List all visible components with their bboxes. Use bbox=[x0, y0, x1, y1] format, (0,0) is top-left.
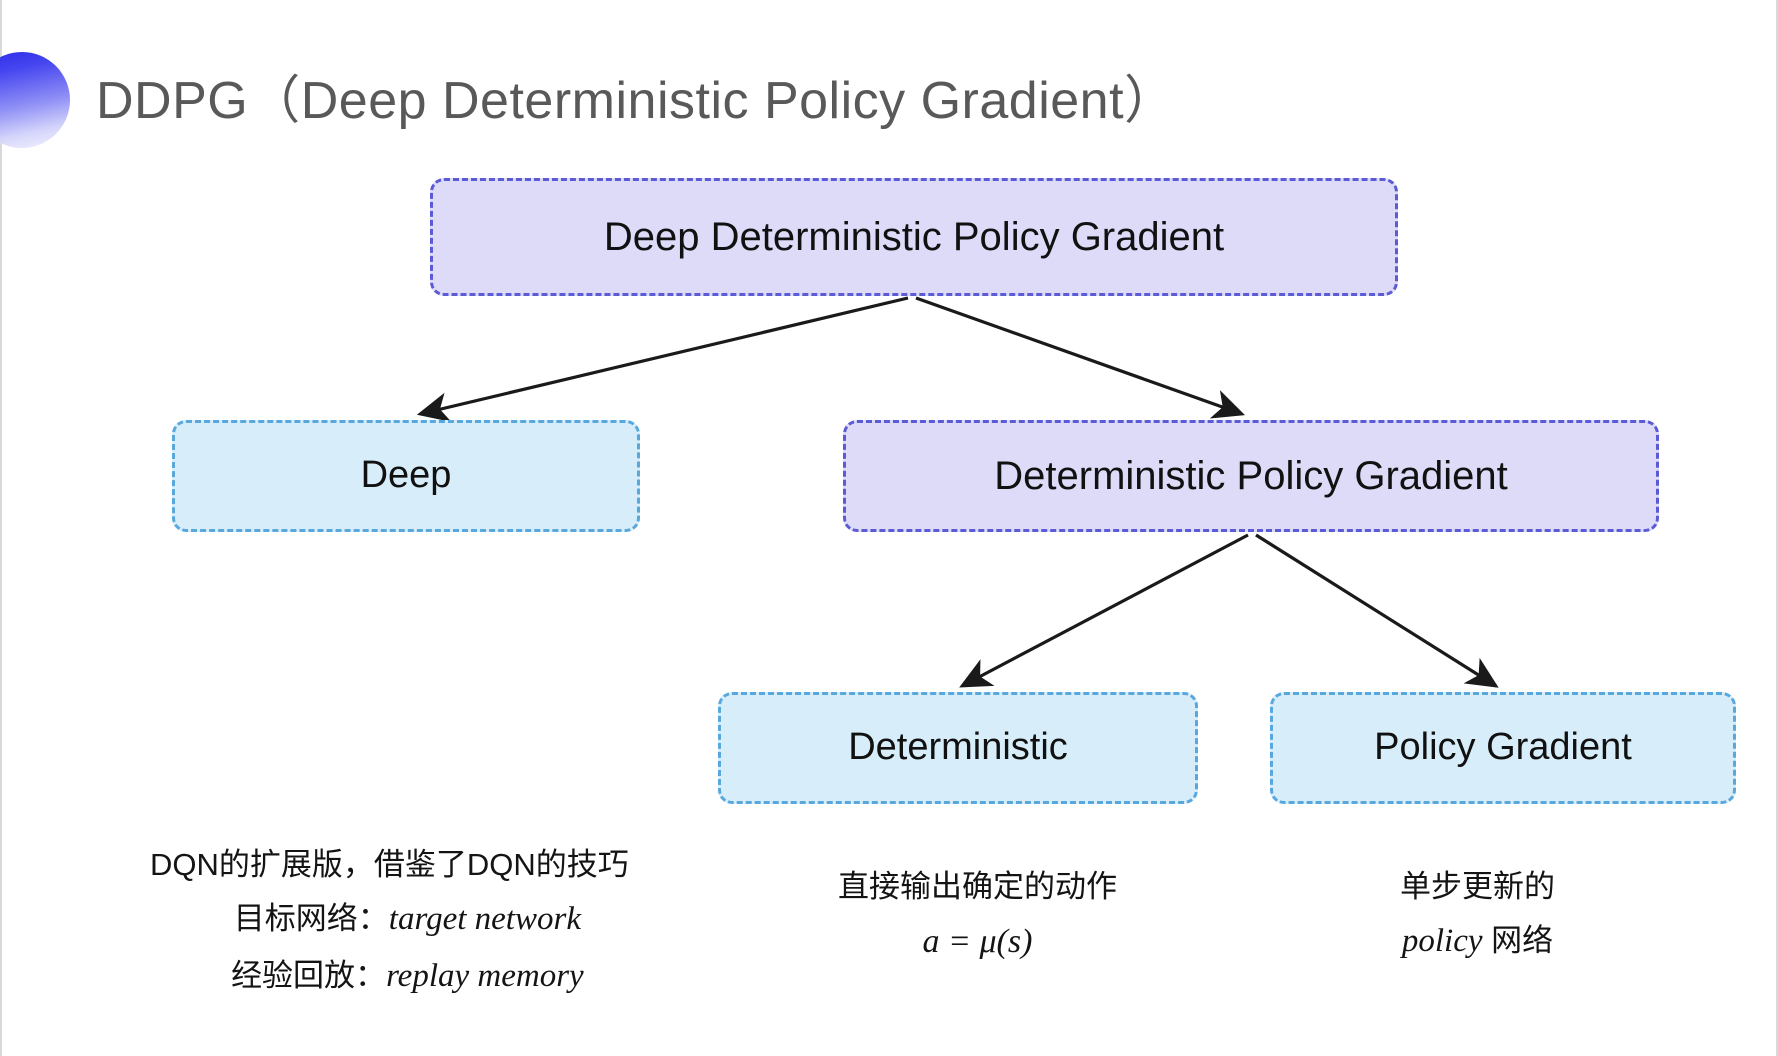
caption-deep-line2: 目标网络：target network bbox=[150, 891, 629, 948]
caption-deep-line2-term: target network bbox=[388, 901, 581, 938]
caption-deep: DQN的扩展版，借鉴了DQN的技巧 目标网络：target network 经验… bbox=[150, 838, 629, 1005]
node-deterministic[interactable]: Deterministic bbox=[718, 692, 1198, 804]
right-edge-rule bbox=[1776, 0, 1778, 1056]
caption-deep-line3-label: 经验回放： bbox=[231, 958, 387, 994]
node-deep-deterministic-policy-gradient[interactable]: Deep Deterministic Policy Gradient bbox=[430, 178, 1398, 296]
node-policy-gradient[interactable]: Policy Gradient bbox=[1270, 692, 1736, 804]
page-title: DDPG（Deep Deterministic Policy Gradient） bbox=[96, 72, 1177, 130]
caption-deep-line1: DQN的扩展版，借鉴了DQN的技巧 bbox=[150, 847, 629, 882]
caption-deep-line3-term: replay memory bbox=[386, 958, 584, 995]
left-edge-rule bbox=[0, 0, 2, 1056]
edge-root-to-dpg bbox=[915, 296, 1246, 419]
caption-deterministic-line1: 直接输出确定的动作 bbox=[838, 869, 1117, 904]
edge-root-to-deep bbox=[416, 296, 909, 422]
caption-policy-gradient-line2: policy 网络 bbox=[1400, 913, 1555, 970]
edge-dpg-to-policy-gradient bbox=[1255, 533, 1499, 688]
caption-deterministic: 直接输出确定的动作 a = μ(s) bbox=[838, 860, 1117, 972]
caption-policy-gradient-suffix: 网络 bbox=[1482, 923, 1554, 959]
gradient-circle-decoration-icon bbox=[0, 52, 70, 148]
caption-policy-gradient-line1: 单步更新的 bbox=[1400, 869, 1555, 904]
node-deep[interactable]: Deep bbox=[172, 420, 640, 532]
edge-dpg-to-deterministic bbox=[959, 533, 1249, 688]
caption-policy-gradient: 单步更新的 policy 网络 bbox=[1400, 860, 1555, 970]
caption-deep-line3: 经验回放：replay memory bbox=[150, 948, 629, 1005]
caption-deep-line2-label: 目标网络： bbox=[233, 901, 389, 937]
caption-policy-gradient-term: policy bbox=[1401, 923, 1483, 960]
node-deterministic-policy-gradient[interactable]: Deterministic Policy Gradient bbox=[843, 420, 1659, 532]
caption-deterministic-formula: a = μ(s) bbox=[922, 923, 1033, 961]
